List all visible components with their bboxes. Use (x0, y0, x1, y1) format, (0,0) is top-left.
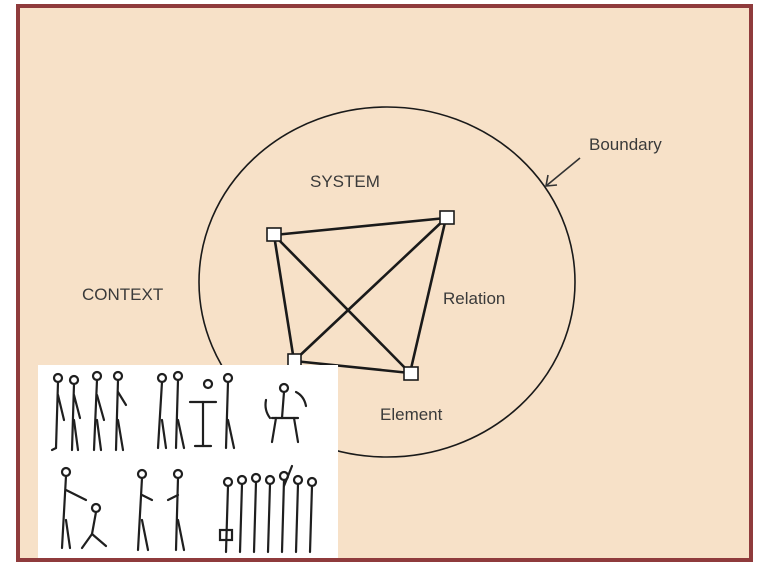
relation-edge (272, 216, 448, 237)
relation-edge (292, 216, 448, 363)
relation-edge (292, 359, 412, 375)
relation-edges (272, 216, 448, 375)
relation-edge (272, 233, 412, 375)
element-node (266, 227, 282, 242)
people-illustration (38, 365, 338, 558)
meeting-table-icon (156, 370, 236, 450)
standing-people-group-icon (50, 370, 128, 452)
boundary-label: Boundary (589, 135, 662, 154)
element-node (403, 366, 419, 381)
seated-person-icon (264, 382, 308, 444)
kneeling-person-icon (60, 466, 108, 550)
relation-edge (408, 216, 448, 375)
relation-edge (272, 233, 296, 363)
element-node (439, 210, 455, 225)
relation-label: Relation (443, 289, 505, 308)
element-label: Element (380, 405, 443, 424)
two-people-icon (136, 468, 186, 552)
boundary-arrow (545, 157, 581, 187)
element-nodes (266, 210, 455, 381)
system-label: SYSTEM (310, 172, 380, 191)
system-boundary-circle (198, 106, 576, 458)
crowd-icon (218, 464, 318, 554)
context-label: CONTEXT (82, 285, 163, 304)
